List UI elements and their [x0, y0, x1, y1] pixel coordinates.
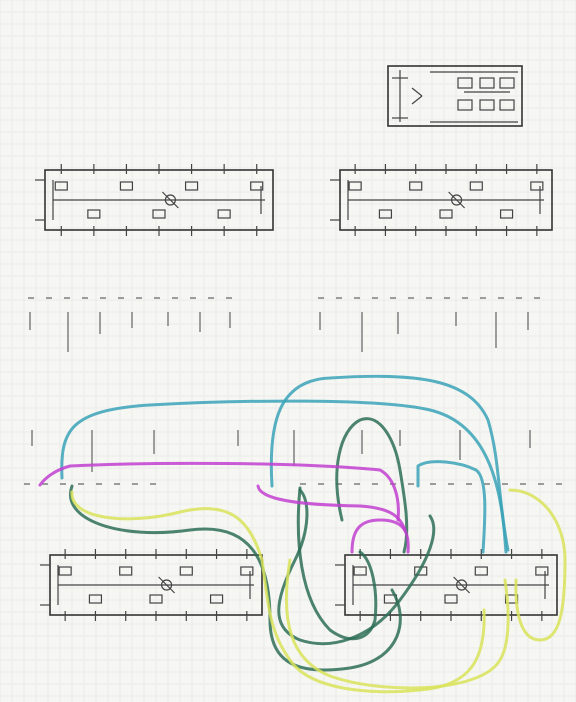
- ic-top-left: [35, 164, 274, 236]
- wire-yellow-right-loop: [508, 488, 567, 642]
- wire-green-center-loop: [296, 486, 378, 641]
- wire-group: [38, 374, 567, 694]
- wire-magenta-lower: [256, 484, 407, 532]
- ic-bottom-left: [40, 549, 263, 621]
- relay-symbol-top-right: [387, 65, 523, 127]
- relay-outline: [387, 65, 523, 127]
- wire-green-middle: [335, 417, 409, 554]
- wire-teal-large-arc: [60, 399, 508, 554]
- wire-teal-right: [416, 460, 487, 554]
- wire-magenta-short: [350, 518, 410, 554]
- ic-bottom-right: [335, 549, 558, 621]
- wire-teal-upper-loop: [269, 374, 510, 552]
- wire-magenta-top: [38, 461, 400, 522]
- wire-yellow-left: [70, 490, 486, 694]
- label-column-right: [293, 312, 531, 466]
- wire-green-right-bottom: [277, 488, 436, 646]
- wire-yellow-bottom: [284, 558, 510, 690]
- ic-top-right: [330, 164, 553, 236]
